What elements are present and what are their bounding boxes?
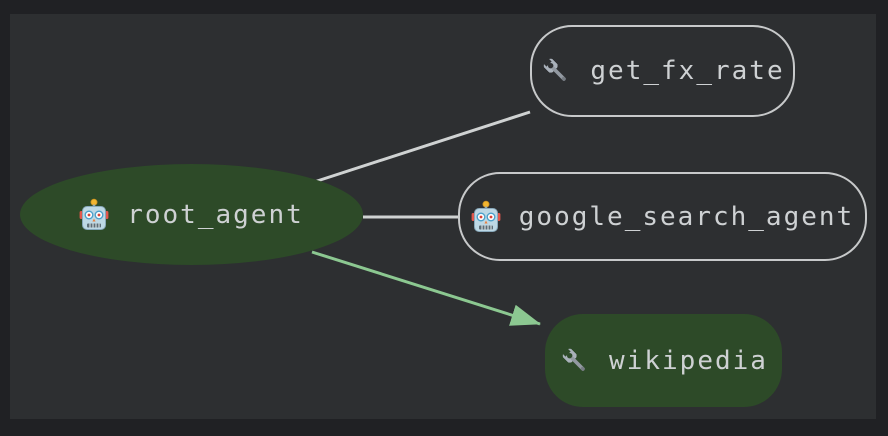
node-label: root_agent xyxy=(127,199,304,230)
node-google-search-agent[interactable]: google_search_agent xyxy=(458,172,867,261)
node-wikipedia[interactable]: wikipedia xyxy=(545,314,782,407)
node-label: wikipedia xyxy=(609,345,768,376)
node-root-agent[interactable]: root_agent xyxy=(20,164,363,265)
wrench-icon xyxy=(540,55,572,87)
wrench-icon xyxy=(559,345,591,377)
node-get-fx-rate[interactable]: get_fx_rate xyxy=(530,25,795,117)
node-label: get_fx_rate xyxy=(590,56,785,86)
edge-root-to-wikipedia xyxy=(311,250,541,326)
robot-icon xyxy=(79,198,109,231)
robot-icon xyxy=(471,200,501,233)
node-label: google_search_agent xyxy=(518,201,855,232)
graph-canvas: root_agent get_fx_rate xyxy=(10,14,876,419)
